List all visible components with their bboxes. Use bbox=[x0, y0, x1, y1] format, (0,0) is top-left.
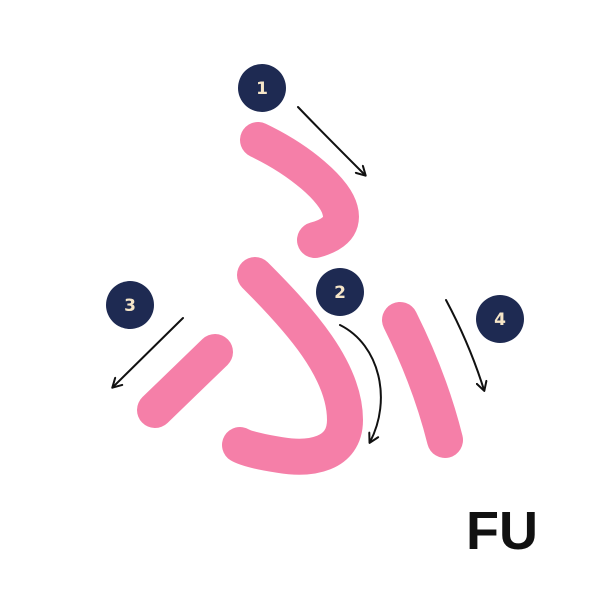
romaji-label: FU bbox=[466, 501, 538, 561]
step-badge-2: 2 bbox=[316, 268, 364, 316]
direction-arrows bbox=[111, 106, 488, 444]
arrow-step-3 bbox=[111, 317, 184, 389]
stroke-2 bbox=[222, 257, 363, 475]
step-number-3: 3 bbox=[124, 296, 136, 316]
step-number-1: 1 bbox=[256, 79, 268, 99]
step-badge-1: 1 bbox=[238, 64, 286, 112]
step-number-4: 4 bbox=[494, 310, 506, 330]
stroke-3 bbox=[137, 334, 233, 428]
step-badge-3: 3 bbox=[106, 281, 154, 329]
step-number-2: 2 bbox=[334, 283, 346, 303]
arrow-step-4 bbox=[445, 299, 488, 392]
arrow-step-2 bbox=[339, 324, 382, 444]
step-badge-4: 4 bbox=[476, 295, 524, 343]
stroke-1 bbox=[240, 122, 359, 258]
stroke-4 bbox=[382, 302, 463, 458]
arrow-step-1 bbox=[297, 106, 367, 177]
kana-strokes bbox=[137, 122, 463, 475]
